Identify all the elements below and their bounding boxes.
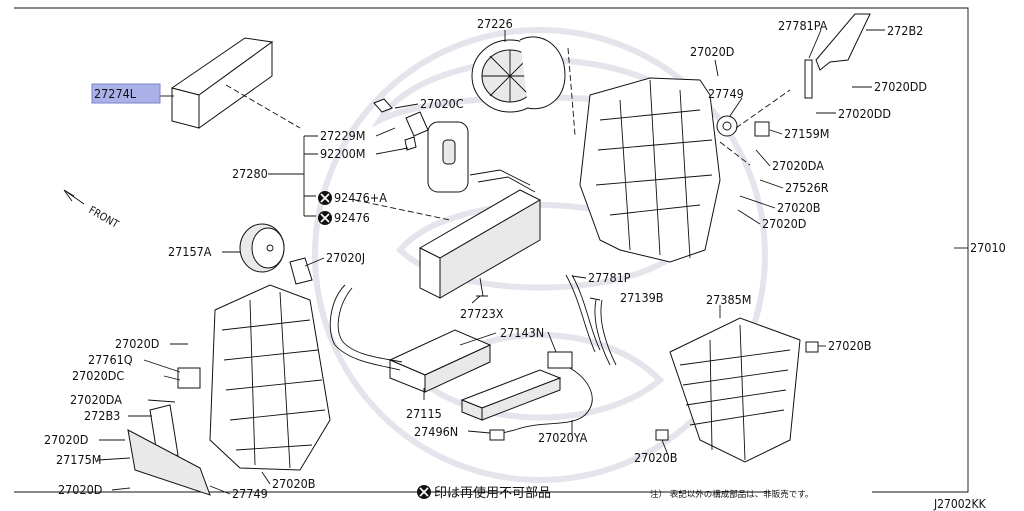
hose-clip-part <box>289 257 313 285</box>
footer-note: 注） 表記以外の構成部品は、非販売です。 <box>650 489 813 500</box>
cabin-filter-part <box>170 37 274 129</box>
label-27274L[interactable]: 27274L <box>94 86 137 101</box>
duct-272B3-part <box>127 404 211 496</box>
label-27139B[interactable]: 27139B <box>620 290 663 305</box>
label-27020DA-b[interactable]: 27020DA <box>70 392 122 407</box>
label-27280[interactable]: 27280 <box>232 166 268 181</box>
label-27385M[interactable]: 27385M <box>706 292 751 307</box>
label-92476[interactable]: 92476 <box>334 210 370 225</box>
lower-case-part <box>669 317 801 463</box>
label-27229M[interactable]: 27229M <box>320 128 365 143</box>
label-27175M[interactable]: 27175M <box>56 452 101 467</box>
front-arrow-icon: FRONT <box>63 189 121 231</box>
label-27020B-d[interactable]: 27020B <box>272 476 315 491</box>
label-27020B-a[interactable]: 27020B <box>777 200 820 215</box>
diagram-frame <box>14 7 969 493</box>
label-27020D-a[interactable]: 27020D <box>690 44 734 59</box>
label-27020D-e[interactable]: 27020D <box>58 482 102 497</box>
label-92200M[interactable]: 92200M <box>320 146 365 161</box>
evaporator-part <box>418 169 542 299</box>
label-27020D-c[interactable]: 27020D <box>115 336 159 351</box>
non-reusable-icon <box>318 211 332 225</box>
actuator-part <box>716 115 738 137</box>
ptc-heater-part <box>460 351 573 421</box>
label-27496N[interactable]: 27496N <box>414 424 458 439</box>
label-27020YA[interactable]: 27020YA <box>538 430 588 445</box>
legend-note: 印は再使用不可部品 <box>434 485 551 501</box>
blower-ring-part <box>239 223 285 273</box>
highlight-box <box>91 83 161 104</box>
wire-harness-part <box>489 367 593 441</box>
label-27020B-c[interactable]: 27020B <box>634 450 677 465</box>
label-27226[interactable]: 27226 <box>477 16 513 31</box>
label-27020J[interactable]: 27020J <box>326 250 365 265</box>
label-272B2[interactable]: 272B2 <box>887 23 923 38</box>
label-27143N[interactable]: 27143N <box>500 325 544 340</box>
label-27020DD-b[interactable]: 27020DD <box>838 106 891 121</box>
intake-box-part <box>579 77 721 263</box>
clip-part <box>373 98 429 151</box>
actuator-27761Q-part <box>177 367 201 389</box>
label-27020C[interactable]: 27020C <box>420 96 464 111</box>
label-27749-a[interactable]: 27749 <box>708 86 744 101</box>
non-reusable-icon <box>318 191 332 205</box>
label-27020B-b[interactable]: 27020B <box>828 338 871 353</box>
leader-lines <box>97 29 968 495</box>
label-27781PA[interactable]: 27781PA <box>778 18 828 33</box>
label-27749-b[interactable]: 27749 <box>232 486 268 501</box>
link-rod-part <box>804 13 871 99</box>
diagram-code: J27002KK <box>933 497 987 511</box>
label-27020DA-a[interactable]: 27020DA <box>772 158 824 173</box>
label-272B3[interactable]: 272B3 <box>84 408 120 423</box>
heater-unit-part <box>209 284 331 471</box>
heater-core-part <box>329 284 492 393</box>
seal-pad-part <box>427 121 469 193</box>
rods-part <box>565 274 617 366</box>
non-reusable-icon <box>417 485 431 499</box>
label-27020D-d[interactable]: 27020D <box>44 432 88 447</box>
label-27020DC[interactable]: 27020DC <box>72 368 124 383</box>
label-27781P[interactable]: 27781P <box>588 270 631 285</box>
label-27020D-b[interactable]: 27020D <box>762 216 806 231</box>
label-27723X[interactable]: 27723X <box>460 306 504 321</box>
label-27526R[interactable]: 27526R <box>785 180 829 195</box>
label-27761Q[interactable]: 27761Q <box>88 352 133 367</box>
label-27157A[interactable]: 27157A <box>168 244 212 259</box>
blower-motor-part <box>471 36 566 113</box>
bracket-27159M-part <box>754 121 770 137</box>
label-27115[interactable]: 27115 <box>406 406 442 421</box>
label-92476A[interactable]: 92476+A <box>334 190 387 205</box>
label-27020DD-a[interactable]: 27020DD <box>874 79 927 94</box>
screw-part <box>476 277 488 297</box>
label-27010[interactable]: 27010 <box>970 240 1006 255</box>
label-27159M[interactable]: 27159M <box>784 126 829 141</box>
front-label: FRONT <box>87 204 121 231</box>
